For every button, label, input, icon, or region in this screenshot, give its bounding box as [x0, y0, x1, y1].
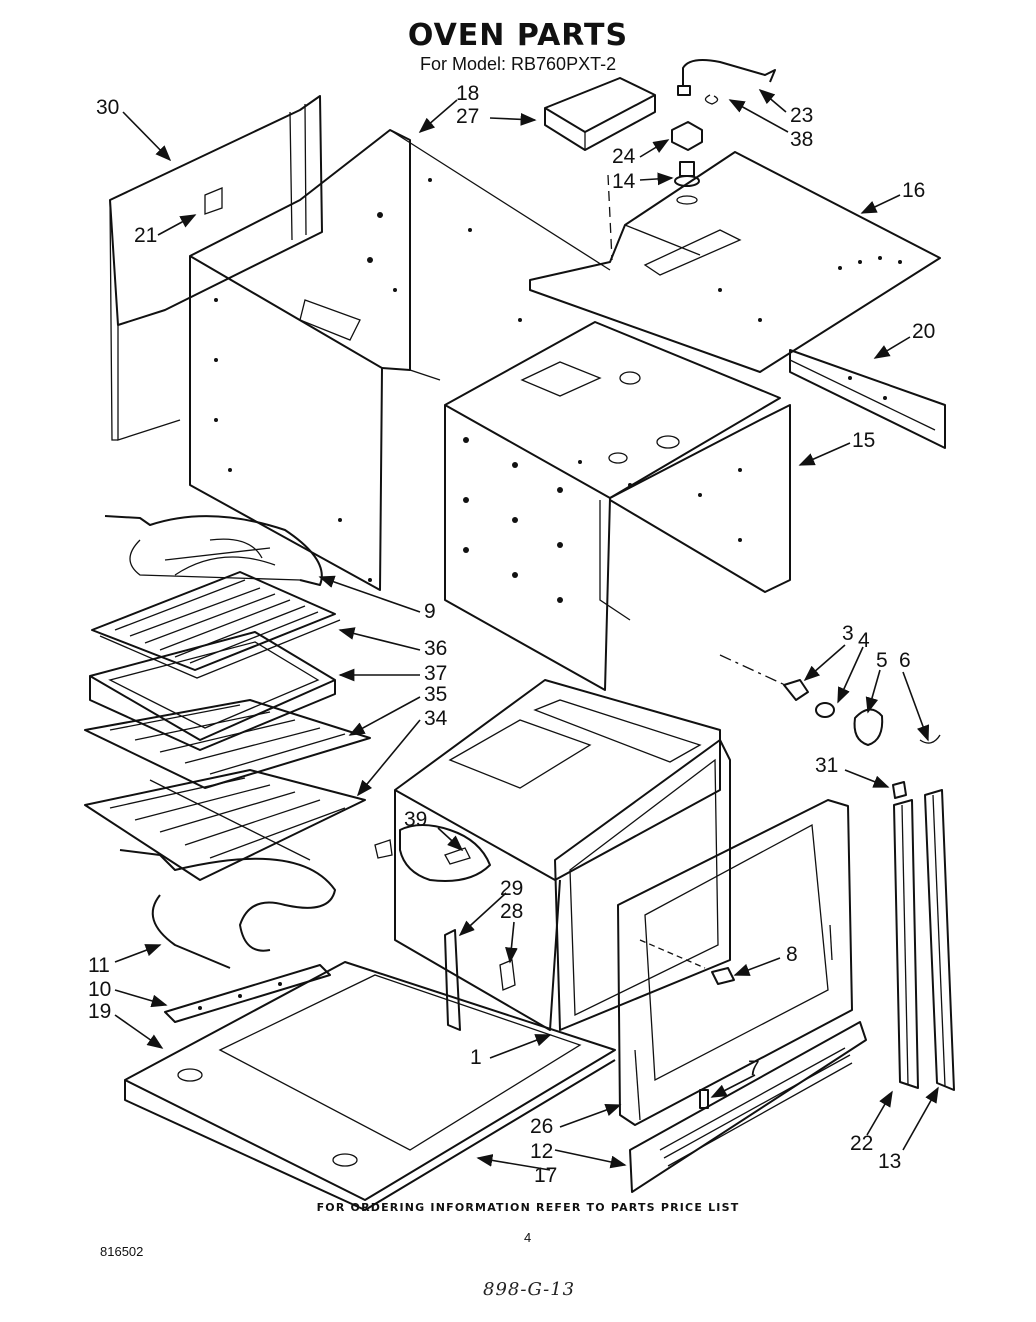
callout-22: 22: [850, 1132, 873, 1155]
callout-13: 13: [878, 1150, 901, 1173]
part-34-oven-rack: [84, 769, 366, 881]
callout-11: 11: [88, 954, 110, 977]
part-13-trim: [924, 789, 955, 1091]
callout-8: 8: [786, 943, 798, 966]
callout-29: 29: [500, 877, 523, 900]
callout-14: 14: [612, 170, 636, 193]
part-23-38-wire: [677, 59, 776, 105]
callout-31: 31: [815, 754, 838, 777]
part-16-top-plate: [529, 151, 941, 373]
callout-5: 5: [876, 649, 888, 672]
part-19-17-floor-panel: [124, 961, 616, 1211]
callout-28: 28: [500, 900, 523, 923]
ordering-note: FOR ORDERING INFORMATION REFER TO PARTS …: [316, 1201, 740, 1214]
callout-27: 27: [456, 105, 479, 128]
callout-1: 1: [470, 1046, 482, 1069]
part-24-14-terminal: [607, 121, 703, 261]
part-11-bake-element: [119, 849, 336, 969]
callout-10: 10: [88, 978, 111, 1001]
part-9-broil-element: [104, 515, 323, 586]
part-27-control-box: [544, 77, 656, 151]
callout-26: 26: [530, 1115, 553, 1138]
part-20-rail: [789, 349, 946, 449]
part-22-trim: [893, 799, 919, 1089]
callout-3: 3: [842, 622, 854, 645]
callout-15: 15: [852, 429, 875, 452]
handwritten-note: 898-G-13: [483, 1279, 576, 1300]
part-37-broiler-pan: [89, 631, 336, 751]
callout-39: 39: [404, 808, 427, 831]
callout-12: 12: [530, 1140, 553, 1163]
page-title: OVEN PARTS: [407, 18, 629, 53]
part-8-door-switch: [639, 939, 735, 985]
document-number: 816502: [100, 1244, 144, 1259]
callout-4: 4: [858, 629, 870, 652]
callout-17: 17: [534, 1164, 557, 1187]
callout-34: 34: [424, 707, 448, 730]
callout-36: 36: [424, 637, 447, 660]
callout-24: 24: [612, 145, 636, 168]
callout-37: 37: [424, 662, 447, 685]
part-1-oven-liner: [374, 679, 731, 1031]
callout-16: 16: [902, 179, 925, 202]
callout-labels: 30 18 27 23 38 24 14 16 21 20 15 9 36 37…: [88, 82, 935, 1187]
callout-21: 21: [134, 224, 157, 247]
callout-30: 30: [96, 96, 119, 119]
callout-20: 20: [912, 320, 935, 343]
part-35-oven-rack: [84, 699, 371, 789]
part-12-kick-panel: [629, 1021, 867, 1193]
callout-9: 9: [424, 600, 436, 623]
callout-19: 19: [88, 1000, 111, 1023]
part-15-oven-shell: [444, 321, 791, 691]
part-18-side-panels: [189, 129, 611, 591]
callout-6: 6: [899, 649, 911, 672]
part-26-door-frame: [617, 799, 853, 1126]
page-number: 4: [524, 1230, 532, 1245]
callout-35: 35: [424, 683, 447, 706]
model-line: For Model: RB760PXT-2: [420, 54, 617, 74]
callout-38: 38: [790, 128, 813, 151]
callout-7: 7: [748, 1057, 760, 1080]
part-10-bracket: [164, 964, 331, 1023]
part-36-grill-rack: [91, 571, 341, 679]
callout-18: 18: [456, 82, 479, 105]
callout-23: 23: [790, 104, 813, 127]
part-30-back-panel: [109, 95, 323, 441]
